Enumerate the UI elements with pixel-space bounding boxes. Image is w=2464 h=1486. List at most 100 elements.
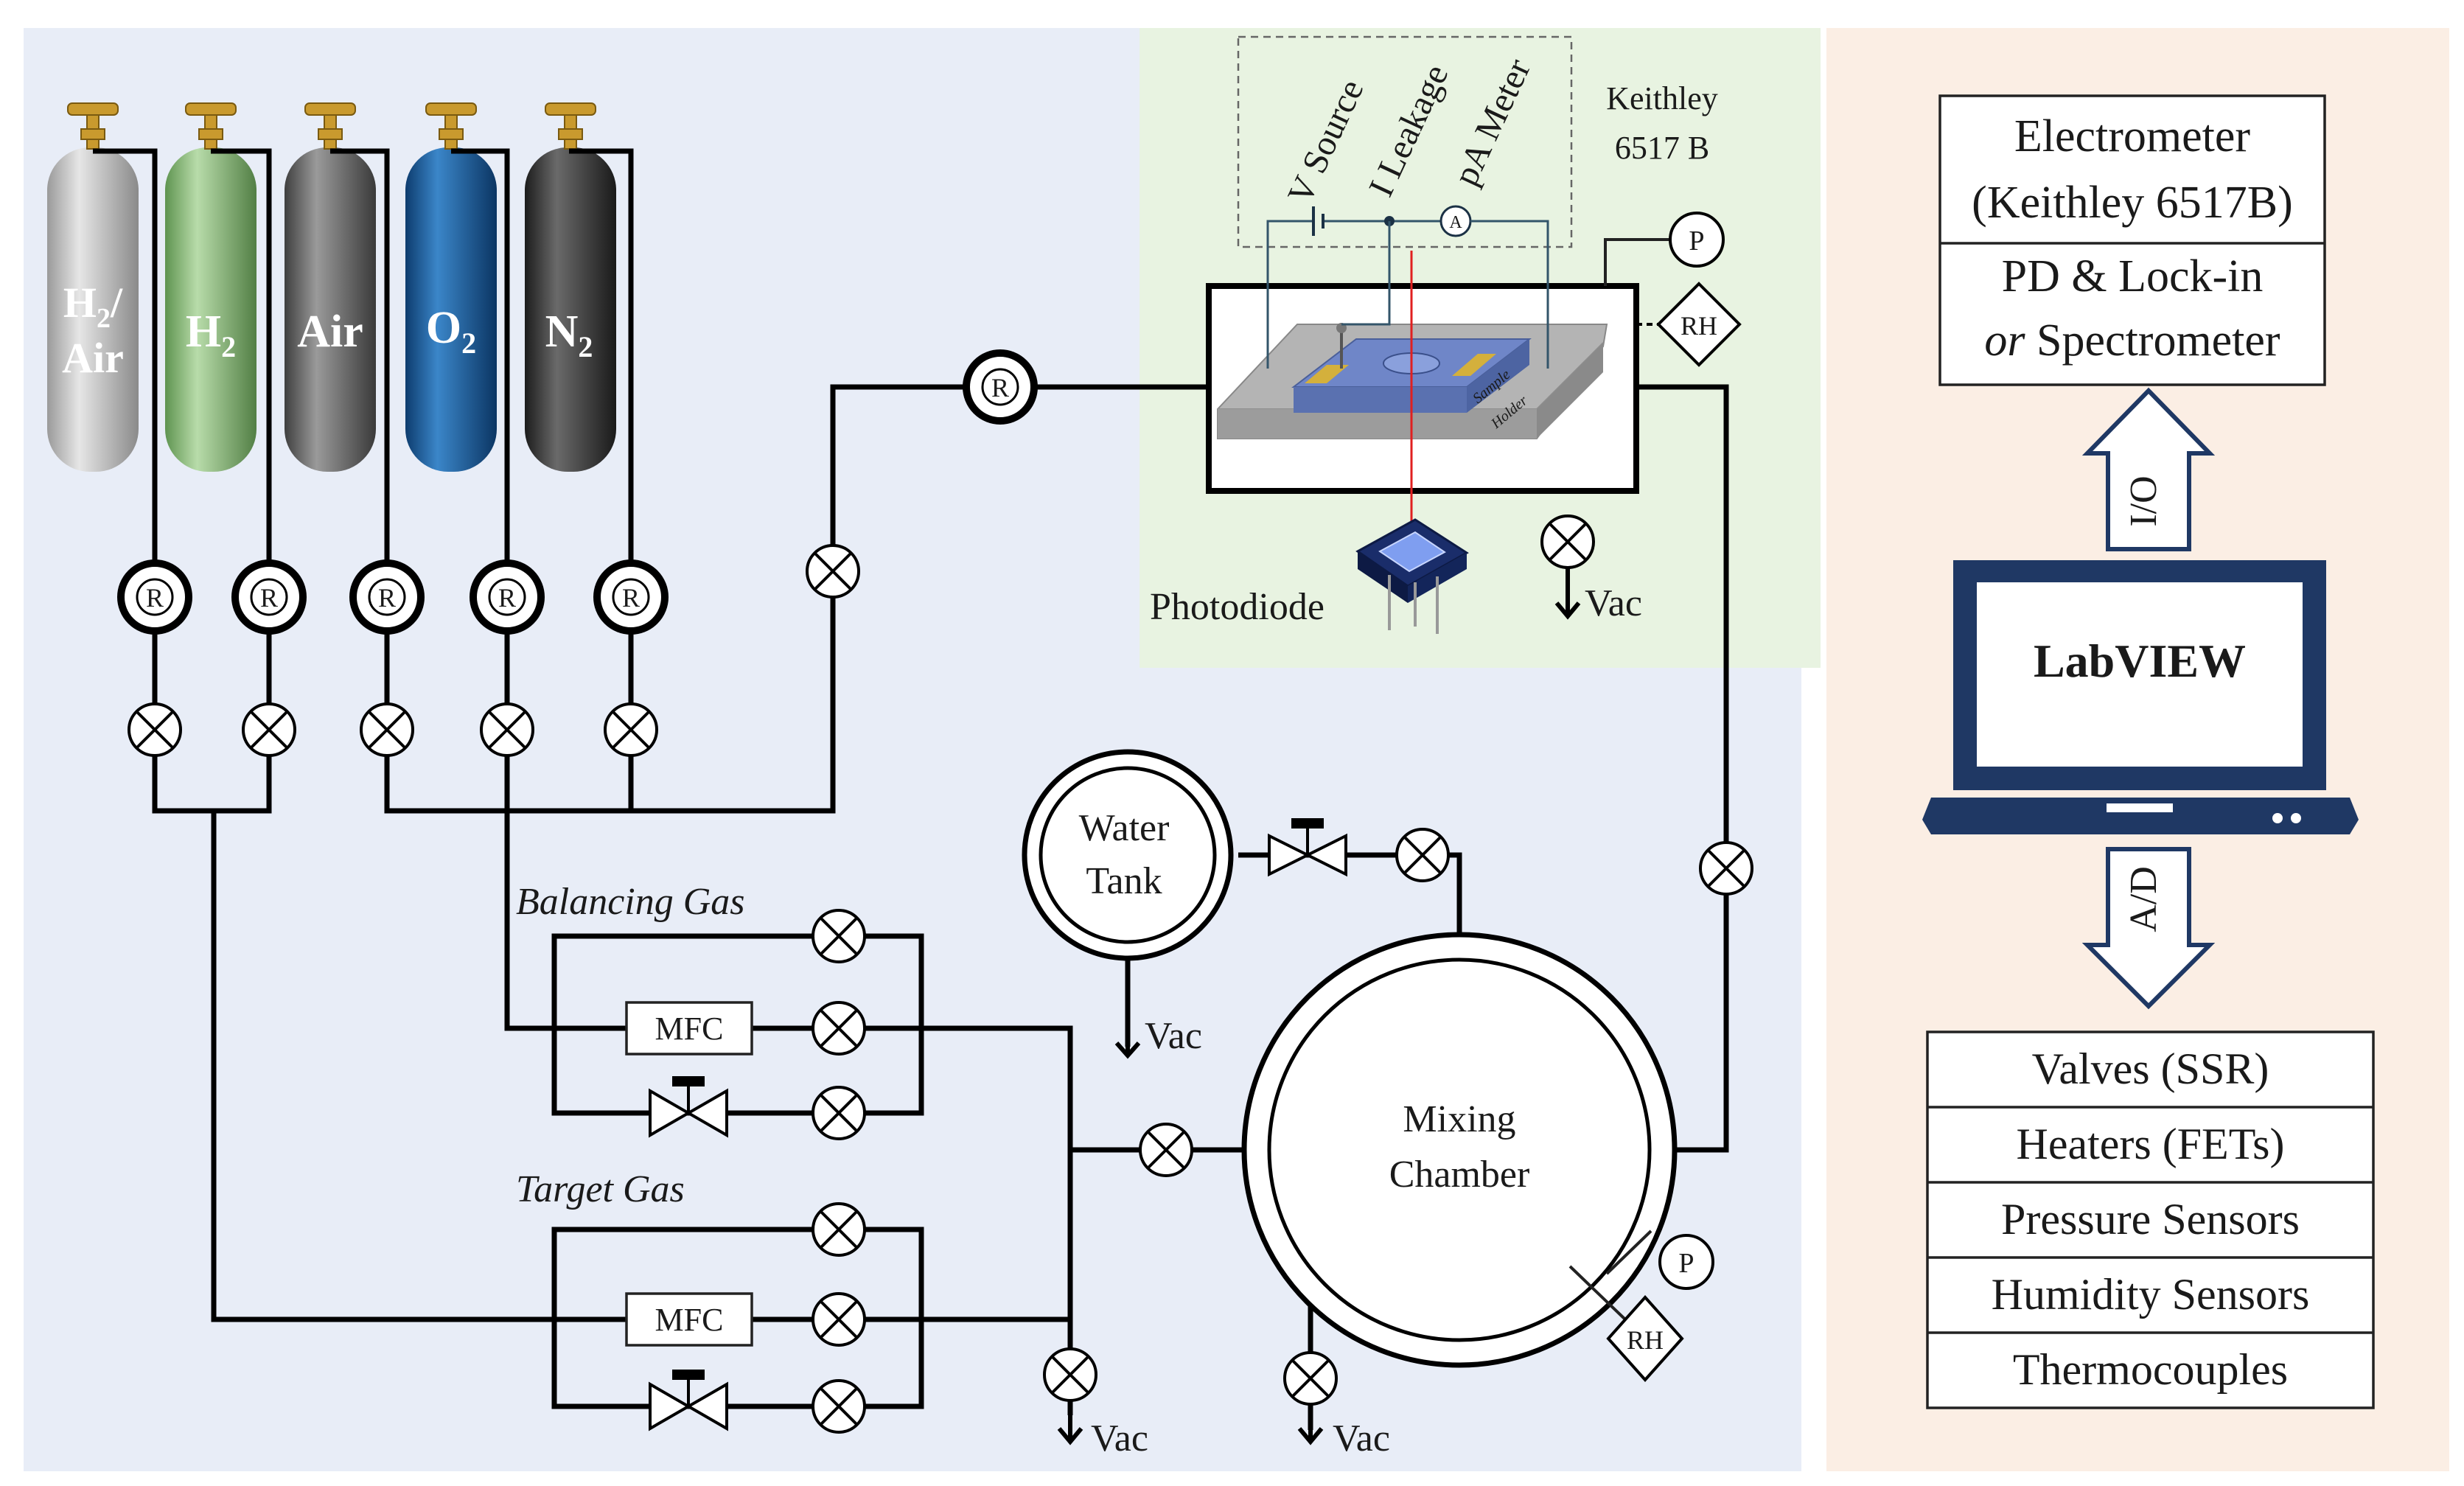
svg-text:P: P [1689, 226, 1704, 257]
photodiode-label: Photodiode [1150, 586, 1325, 628]
svg-text:RH: RH [1681, 311, 1717, 341]
svg-text:R: R [378, 583, 396, 613]
shutoff-valve-icon [812, 1379, 866, 1434]
electrometer-model-label: (Keithley 6517B) [1972, 178, 2293, 228]
svg-text:A/D: A/D [2123, 866, 2165, 932]
balancing-gas-label: Balancing Gas [516, 881, 745, 923]
shutoff-valve-icon [360, 702, 414, 757]
cylinder-h2-air-label-line2: Air [62, 334, 124, 382]
svg-text:Chamber: Chamber [1389, 1154, 1530, 1196]
regulator-icon: R [470, 559, 545, 635]
cylinder-h2-air: H2/ Air [47, 102, 139, 472]
svg-text:Water: Water [1079, 807, 1170, 849]
electrometer-label: Electrometer [2014, 111, 2250, 161]
shutoff-valve-icon [1139, 1123, 1193, 1177]
water-tank: Water Tank [1022, 749, 1234, 961]
svg-text:R: R [260, 583, 278, 613]
sensor-chamber: Holder Sample [1206, 283, 1639, 494]
peripheral-item: Valves (SSR) [2032, 1044, 2269, 1093]
cylinder-valve-icon [304, 102, 356, 150]
ad-arrow-icon: A/D [2081, 847, 2216, 1010]
cylinder-n2-label: N2 [545, 307, 593, 363]
needle-valve-icon [649, 1076, 728, 1138]
spectrometer-label: or Spectrometer [1984, 315, 2280, 366]
regulator-icon: R [593, 559, 669, 635]
svg-text:MFC: MFC [655, 1011, 724, 1047]
mfc-target: MFC [625, 1292, 753, 1347]
cylinder-h2: H2 [165, 102, 256, 472]
svg-text:R: R [991, 373, 1009, 402]
vac-label-gas: Vac [1091, 1417, 1148, 1459]
cylinder-valve-icon [425, 102, 477, 150]
cylinder-air-label: Air [297, 307, 363, 357]
shutoff-valve-icon [1283, 1351, 1338, 1406]
pressure-gauge-icon: P [1658, 1234, 1714, 1290]
shutoff-valve-icon [812, 909, 866, 963]
instrument-box: Electrometer (Keithley 6517B) PD & Lock-… [1938, 94, 2326, 386]
cylinder-o2: O2 [405, 102, 497, 472]
svg-text:P: P [1678, 1248, 1694, 1279]
shutoff-valve-icon [1043, 1347, 1097, 1402]
shutoff-valve-icon [812, 1202, 866, 1257]
io-arrow-icon: I/O [2081, 387, 2216, 551]
cylinder-h2-air-label-line1: H2/ [63, 279, 123, 334]
vac-label-sensor: Vac [1585, 582, 1642, 624]
pd-lockin-label: PD & Lock-in [2002, 251, 2264, 301]
needle-valve-icon [1268, 818, 1347, 877]
cylinder-air: Air [285, 102, 376, 472]
shutoff-valve-icon [1540, 514, 1595, 569]
cylinder-o2-label: O2 [426, 303, 476, 360]
laptop-icon: LabVIEW [1922, 560, 2359, 834]
regulator-icon: R [117, 559, 192, 635]
peripheral-item: Humidity Sensors [1992, 1270, 2310, 1319]
keithley-label-line1: Keithley [1606, 80, 1718, 116]
mfc-balancing: MFC [625, 1001, 753, 1056]
shutoff-valve-icon [806, 544, 860, 599]
shutoff-valve-icon [1699, 841, 1753, 896]
vac-label-chamber: Vac [1333, 1417, 1390, 1459]
photodiode-icon [1355, 518, 1469, 634]
regulator-icon: R [349, 559, 425, 635]
vac-arrows [1057, 564, 1581, 1445]
shutoff-valve-icon [812, 1292, 866, 1347]
shutoff-valve-icon [812, 1086, 866, 1140]
shutoff-valve-icon [128, 702, 182, 757]
humidity-sensor-icon: RH [1606, 1294, 1684, 1383]
peripheral-item: Pressure Sensors [2001, 1195, 2300, 1243]
needle-valves [649, 818, 1347, 1431]
target-gas-label: Target Gas [516, 1168, 685, 1210]
humidity-sensor-icon: RH [1656, 282, 1742, 367]
shutoff-valves [128, 514, 1753, 1434]
svg-text:R: R [622, 583, 640, 613]
pressure-gauge-icon: P [1669, 212, 1725, 268]
mixing-chamber: Mixing Chamber P RH [1241, 932, 1714, 1383]
peripherals-table: Valves (SSR) Heaters (FETs) Pressure Senso… [1926, 1030, 2375, 1409]
shutoff-valve-icon [604, 702, 658, 757]
peripheral-item: Thermocouples [2013, 1345, 2288, 1394]
shutoff-valve-icon [242, 702, 296, 757]
shutoff-valve-icon [480, 702, 534, 757]
svg-text:R: R [146, 583, 164, 613]
shutoff-valve-icon [1395, 828, 1450, 882]
svg-text:Tank: Tank [1086, 860, 1162, 902]
peripheral-item: Heaters (FETs) [2016, 1120, 2284, 1168]
svg-text:MFC: MFC [655, 1302, 724, 1338]
svg-text:Mixing: Mixing [1403, 1098, 1515, 1140]
regulator-icon: R [963, 349, 1038, 425]
cylinder-n2: N2 [525, 102, 616, 472]
labview-label: LabVIEW [2034, 635, 2246, 687]
svg-text:R: R [498, 583, 516, 613]
svg-text:I/O: I/O [2123, 475, 2165, 526]
regulators: R R R R R R [117, 349, 1038, 635]
gas-cylinders: H2/ Air H2 Air O2 [47, 102, 616, 472]
vac-label-water: Vac [1145, 1015, 1202, 1057]
needle-valve-icon [649, 1370, 728, 1431]
shutoff-valve-icon [812, 1001, 866, 1056]
ammeter-icon: A [1449, 213, 1462, 232]
svg-text:RH: RH [1627, 1325, 1664, 1355]
keithley-label-line2: 6517 B [1615, 130, 1709, 166]
regulator-icon: R [231, 559, 307, 635]
cylinder-valve-icon [545, 102, 596, 150]
cylinder-h2-label: H2 [186, 307, 236, 363]
